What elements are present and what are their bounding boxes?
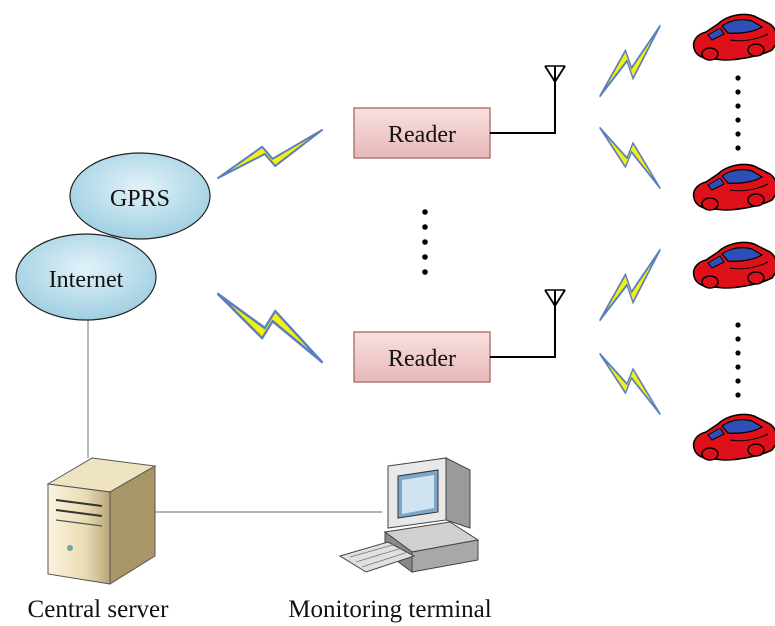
- lightning-bolt-icon: [598, 352, 662, 416]
- car-ellipsis-dots-top: [735, 75, 741, 151]
- reader-antenna-link: [490, 332, 556, 358]
- lightning-bolt-icon: [216, 128, 324, 180]
- server-tower-icon: [46, 457, 157, 585]
- car-icon: [692, 241, 775, 289]
- internet-label: Internet: [49, 267, 124, 293]
- central-server-label: Central server: [28, 596, 170, 623]
- reader-antenna-link: [490, 110, 556, 134]
- car-icon: [692, 413, 775, 461]
- lightning-bolt-icon: [598, 126, 662, 190]
- monitoring-terminal-label: Monitoring terminal: [288, 596, 491, 623]
- reader-label: Reader: [388, 122, 456, 148]
- lightning-bolt-icon: [598, 248, 662, 322]
- reader-top: Reader: [353, 107, 491, 159]
- antenna-icon: [544, 289, 566, 336]
- antenna-icon: [544, 65, 566, 112]
- gprs-label: GPRS: [110, 186, 170, 212]
- reader-ellipsis-dots: [422, 209, 428, 275]
- computer-terminal-icon: [338, 457, 480, 573]
- reader-label: Reader: [388, 346, 456, 372]
- lightning-bolt-icon: [216, 292, 324, 364]
- car-icon: [692, 163, 775, 211]
- lightning-bolt-icon: [598, 24, 662, 98]
- reader-bottom: Reader: [353, 331, 491, 383]
- internet-cloud: Internet: [15, 233, 157, 321]
- car-ellipsis-dots-bottom: [735, 322, 741, 398]
- car-icon: [692, 13, 775, 61]
- gprs-cloud: GPRS: [69, 152, 211, 240]
